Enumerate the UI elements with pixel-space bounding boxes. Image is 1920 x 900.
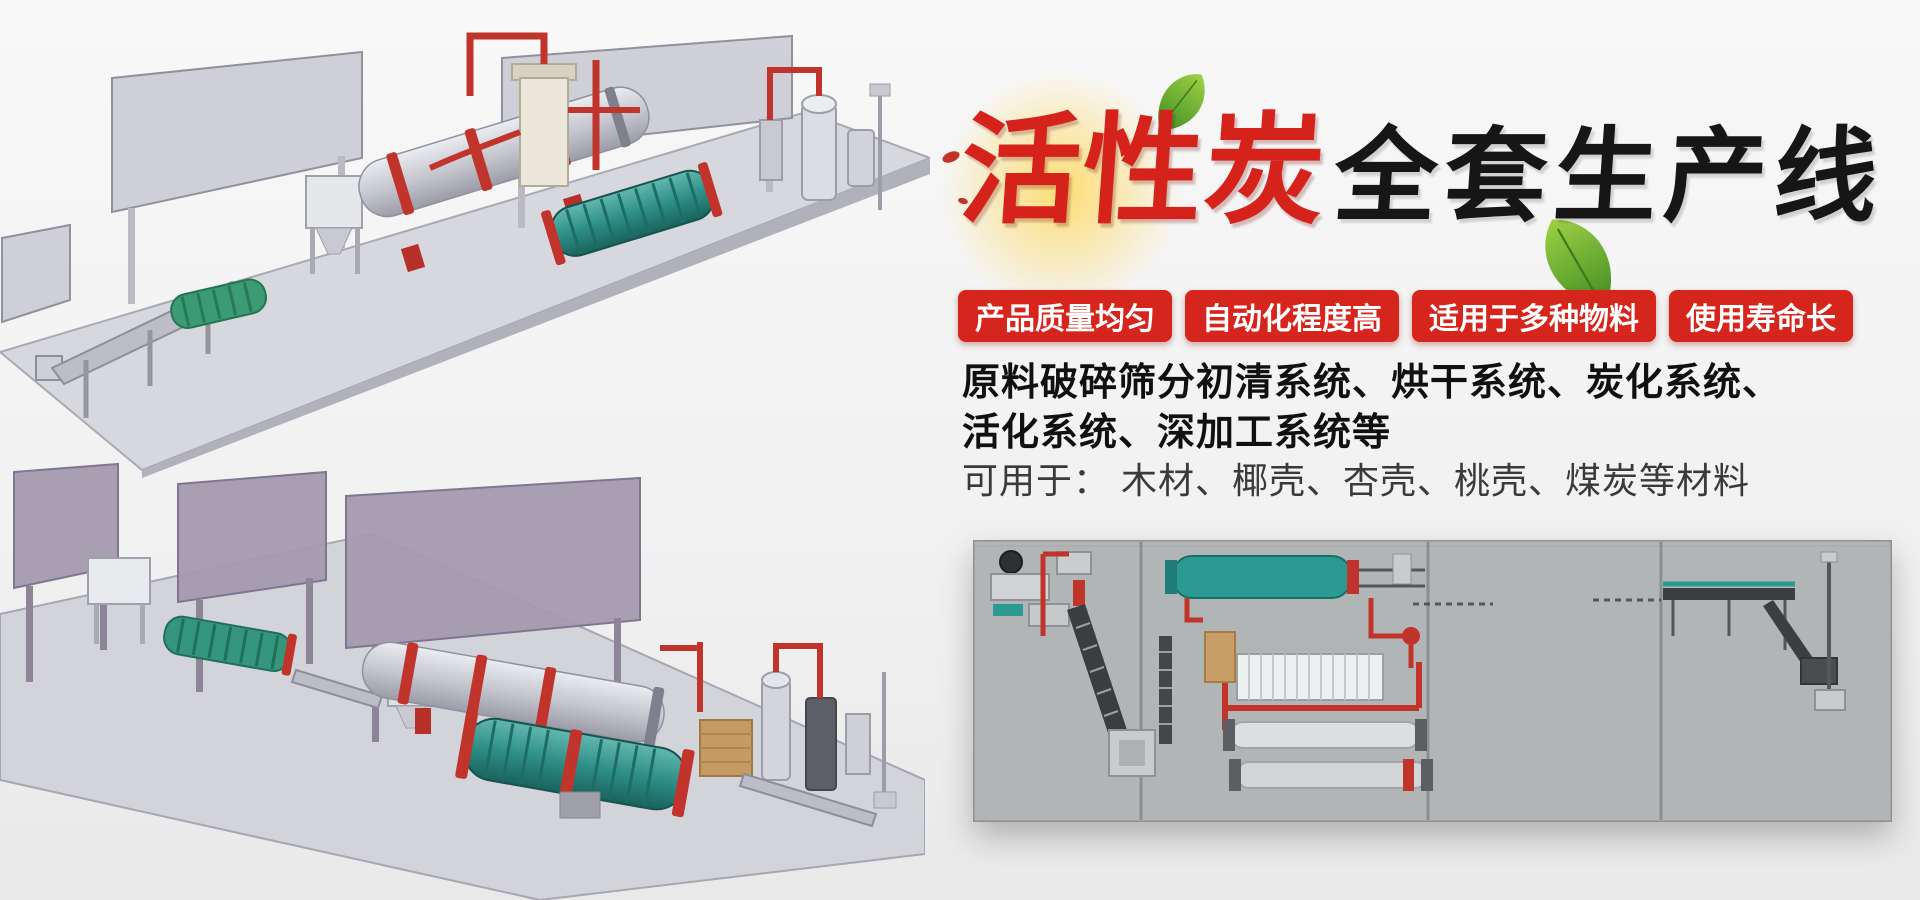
badge-label: 使用寿命长 [1686, 303, 1836, 336]
page-title: 活性炭全套生产线 [956, 104, 1889, 238]
badge-label: 适用于多种物料 [1429, 303, 1639, 336]
red-piping [428, 60, 640, 171]
schematic-piping [1184, 598, 1422, 730]
content-area: 活性炭全套生产线 产品质量均匀 自动化程度高 适用于多种物料 使用寿命长 原料破… [936, 0, 1916, 900]
schematic-conveyor-left [1067, 604, 1172, 777]
feeding-hopper [305, 175, 363, 274]
crusher-unit [990, 550, 1092, 636]
production-line-render-bottom [0, 462, 925, 900]
production-line-render-top [0, 32, 930, 478]
badge-materials: 适用于多种物料 [1412, 290, 1656, 342]
schematic-packing-line [1593, 551, 1846, 711]
title-rest: 全套生产线 [1330, 119, 1889, 234]
badge-label: 自动化程度高 [1202, 303, 1382, 336]
screening-drum [163, 615, 297, 676]
leaf-icon [1158, 74, 1205, 131]
schematic-furnace [1204, 631, 1384, 701]
red-piping [466, 32, 548, 96]
desc-line-2: 活化系统、深加工系统等 [962, 412, 1392, 454]
plant-layout-schematic [973, 540, 1892, 822]
leaf-icon [1545, 219, 1611, 308]
desc-line-1: 原料破碎筛分初清系统、烘干系统、炭化系统、 [962, 362, 1782, 404]
badge-automation: 自动化程度高 [1185, 290, 1399, 342]
dust-collector [759, 67, 891, 210]
feeder-box [87, 557, 151, 644]
activation-towers [761, 643, 897, 809]
wall-panels [13, 462, 641, 742]
cooling-drum [541, 162, 723, 266]
badge-label: 产品质量均匀 [975, 303, 1155, 336]
red-piping [660, 642, 703, 712]
screening-drum [170, 278, 267, 329]
schematic-coolers [1223, 719, 1433, 791]
badge-quality: 产品质量均匀 [958, 290, 1172, 342]
brick-kiln [699, 719, 753, 777]
systems-description: 原料破碎筛分初清系统、烘干系统、炭化系统、 活化系统、深加工系统等 [962, 358, 1781, 458]
feature-badges: 产品质量均匀 自动化程度高 适用于多种物料 使用寿命长 [958, 290, 1853, 342]
furnace-tower [466, 32, 577, 187]
badge-lifespan: 使用寿命长 [1669, 290, 1853, 342]
title-highlight: 活性炭 [956, 104, 1332, 238]
discharge-conveyor [559, 772, 878, 828]
schematic-dryer [1165, 553, 1493, 606]
layout-diagram-panel [973, 540, 1892, 822]
title-glow [936, 66, 1186, 316]
materials-line: 可用于： 木材、椰壳、杏壳、桃壳、煤炭等材料 [962, 460, 1751, 501]
